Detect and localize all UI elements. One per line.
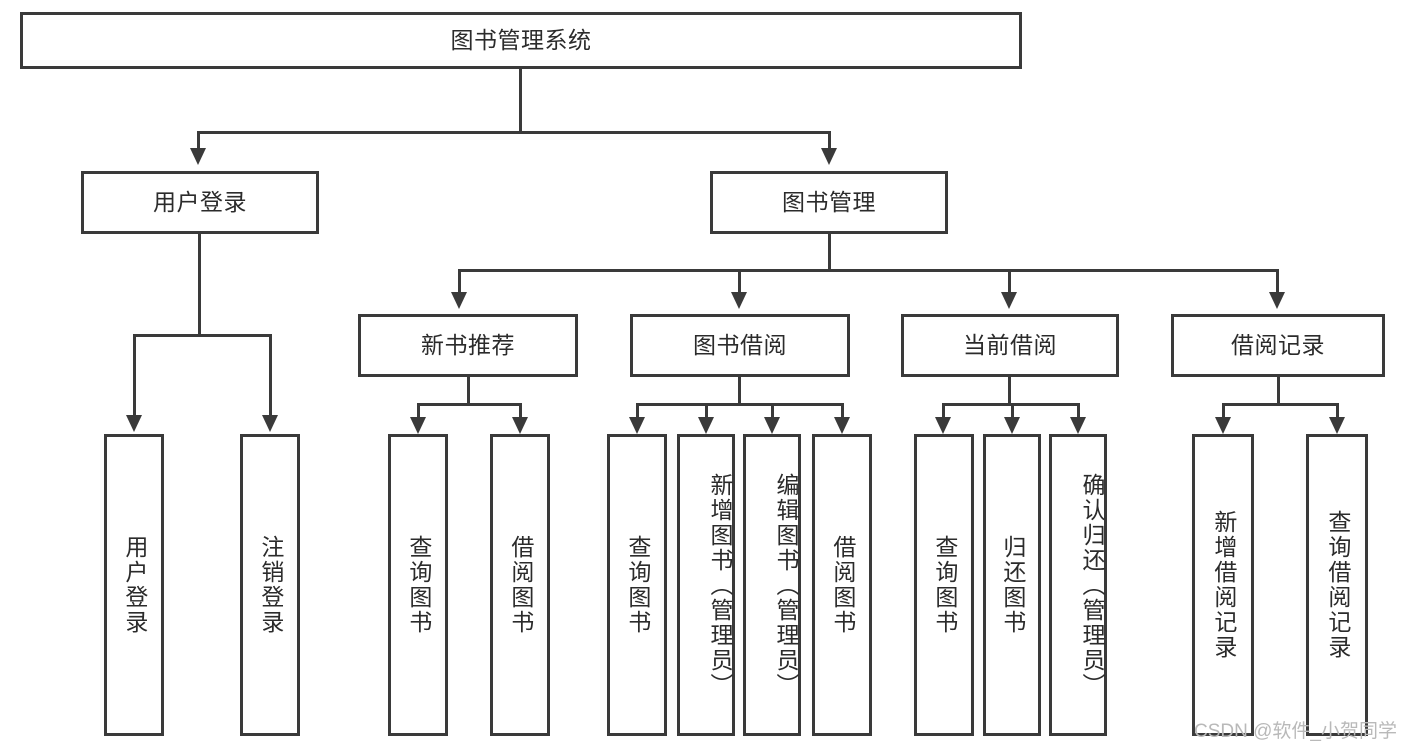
arrowhead-leaf-query-book-3 <box>935 417 951 434</box>
leaf-edit-book-label: 编辑图书（管理员） <box>773 472 799 698</box>
leaf-logout-login[interactable]: 注销登录 <box>240 434 300 736</box>
connector-br-child2 <box>1336 403 1339 417</box>
connector-root-stem <box>519 69 522 133</box>
leaf-add-book-label: 新增图书（管理员） <box>707 472 733 698</box>
arrowhead-new-book-recommend <box>451 292 467 309</box>
leaf-query-book-2-label: 查询图书 <box>624 535 651 635</box>
arrowhead-leaf-return-book <box>1004 417 1020 434</box>
connector-cb-child1 <box>942 403 945 417</box>
connector-br-child1 <box>1222 403 1225 417</box>
connector-book-borrow-stem <box>738 377 741 405</box>
connector-book-manage-stem <box>828 234 831 272</box>
connector-user-login-stem <box>198 234 201 336</box>
leaf-edit-book[interactable]: 编辑图书（管理员） <box>743 434 801 736</box>
leaf-confirm-return[interactable]: 确认归还（管理员） <box>1049 434 1107 736</box>
connector-nbr-child2 <box>519 403 522 417</box>
leaf-confirm-return-label: 确认归还（管理员） <box>1079 472 1105 698</box>
connector-to-book-borrow <box>738 269 741 292</box>
node-new-book-recommend[interactable]: 新书推荐 <box>358 314 578 377</box>
node-borrow-record[interactable]: 借阅记录 <box>1171 314 1385 377</box>
connector-new-book-recommend-stem <box>467 377 470 405</box>
node-new-book-recommend-label: 新书推荐 <box>421 331 515 358</box>
arrowhead-book-borrow <box>731 292 747 309</box>
connector-borrow-record-bus <box>1222 403 1339 406</box>
arrowhead-leaf-logout-login <box>262 415 278 432</box>
connector-nbr-child1 <box>417 403 420 417</box>
node-book-borrow[interactable]: 图书借阅 <box>630 314 850 377</box>
leaf-query-record-label: 查询借阅记录 <box>1324 510 1351 660</box>
leaf-return-book-label: 归还图书 <box>999 535 1026 635</box>
node-book-manage-label: 图书管理 <box>782 188 876 215</box>
arrowhead-borrow-record <box>1269 292 1285 309</box>
leaf-user-login[interactable]: 用户登录 <box>104 434 164 736</box>
connector-level3-bus <box>458 269 1279 272</box>
leaf-query-book-3[interactable]: 查询图书 <box>914 434 974 736</box>
arrowhead-leaf-query-book-2 <box>629 417 645 434</box>
connector-new-book-recommend-bus <box>417 403 522 406</box>
leaf-borrow-book-2-label: 借阅图书 <box>829 535 856 635</box>
node-current-borrow[interactable]: 当前借阅 <box>901 314 1119 377</box>
connector-borrow-record-stem <box>1277 377 1280 405</box>
leaf-query-book-3-label: 查询图书 <box>931 535 958 635</box>
connector-book-borrow-bus <box>636 403 844 406</box>
connector-to-borrow-record <box>1276 269 1279 292</box>
node-book-borrow-label: 图书借阅 <box>693 331 787 358</box>
arrowhead-leaf-add-record <box>1215 417 1231 434</box>
connector-to-current-borrow <box>1008 269 1011 292</box>
arrowhead-book-manage <box>821 148 837 165</box>
arrowhead-current-borrow <box>1001 292 1017 309</box>
connector-level2-bus <box>197 131 831 134</box>
connector-cb-child3 <box>1077 403 1080 417</box>
connector-bb-child3 <box>771 403 774 417</box>
leaf-user-login-label: 用户登录 <box>121 535 148 635</box>
connector-to-user-login <box>197 131 200 148</box>
connector-current-borrow-stem <box>1008 377 1011 405</box>
leaf-query-record[interactable]: 查询借阅记录 <box>1306 434 1368 736</box>
node-borrow-record-label: 借阅记录 <box>1231 331 1325 358</box>
node-user-login[interactable]: 用户登录 <box>81 171 319 234</box>
arrowhead-leaf-user-login <box>126 415 142 432</box>
leaf-logout-login-label: 注销登录 <box>257 535 284 635</box>
connector-user-login-bus <box>133 334 272 337</box>
node-current-borrow-label: 当前借阅 <box>963 331 1057 358</box>
leaf-borrow-book-2[interactable]: 借阅图书 <box>812 434 872 736</box>
arrowhead-user-login <box>190 148 206 165</box>
connector-to-book-manage <box>828 131 831 148</box>
arrowhead-leaf-query-record <box>1329 417 1345 434</box>
leaf-borrow-book-1[interactable]: 借阅图书 <box>490 434 550 736</box>
arrowhead-leaf-borrow-book-1 <box>512 417 528 434</box>
leaf-borrow-book-1-label: 借阅图书 <box>507 535 534 635</box>
leaf-query-book-1-label: 查询图书 <box>405 535 432 635</box>
leaf-add-record[interactable]: 新增借阅记录 <box>1192 434 1254 736</box>
arrowhead-leaf-edit-book <box>764 417 780 434</box>
leaf-query-book-1[interactable]: 查询图书 <box>388 434 448 736</box>
node-root[interactable]: 图书管理系统 <box>20 12 1022 69</box>
arrowhead-leaf-confirm-return <box>1070 417 1086 434</box>
connector-bb-child2 <box>705 403 708 417</box>
node-user-login-label: 用户登录 <box>153 188 247 215</box>
node-book-manage[interactable]: 图书管理 <box>710 171 948 234</box>
leaf-add-book[interactable]: 新增图书（管理员） <box>677 434 735 736</box>
arrowhead-leaf-borrow-book-2 <box>834 417 850 434</box>
arrowhead-leaf-add-book <box>698 417 714 434</box>
connector-bb-child1 <box>636 403 639 417</box>
leaf-return-book[interactable]: 归还图书 <box>983 434 1041 736</box>
connector-user-login-child1 <box>133 334 136 415</box>
node-root-label: 图书管理系统 <box>450 26 592 53</box>
connector-bb-child4 <box>841 403 844 417</box>
connector-cb-child2 <box>1011 403 1014 417</box>
arrowhead-leaf-query-book-1 <box>410 417 426 434</box>
leaf-query-book-2[interactable]: 查询图书 <box>607 434 667 736</box>
connector-current-borrow-bus <box>942 403 1078 406</box>
connector-user-login-child2 <box>269 334 272 415</box>
connector-to-new-book-recommend <box>458 269 461 292</box>
leaf-add-record-label: 新增借阅记录 <box>1210 510 1237 660</box>
